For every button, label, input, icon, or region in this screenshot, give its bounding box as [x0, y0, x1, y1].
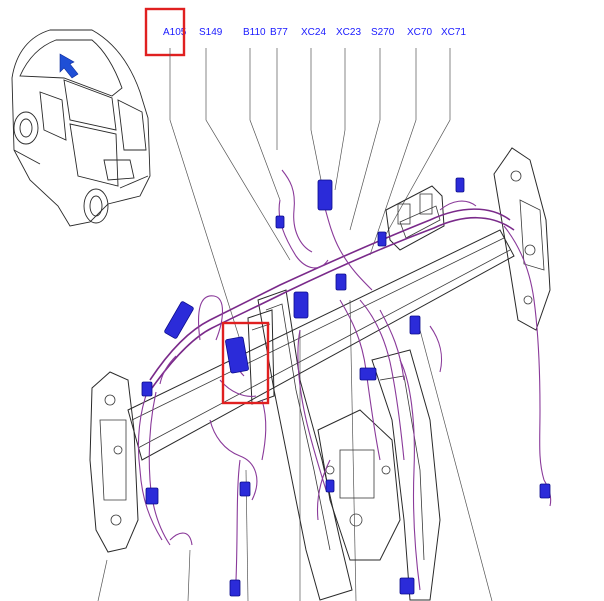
- label-xc71[interactable]: XC71: [441, 27, 466, 38]
- connector-bottom-3[interactable]: [399, 577, 415, 595]
- connector-right-lower[interactable]: [539, 483, 551, 499]
- connector-center-1[interactable]: [293, 291, 309, 319]
- label-xc23[interactable]: XC23: [336, 27, 361, 38]
- label-xc70[interactable]: XC70: [407, 27, 432, 38]
- connector-labels: A105 S149 B110 B77 XC24 XC23 S270 XC70 X…: [163, 27, 466, 38]
- label-b110[interactable]: B110: [243, 27, 266, 38]
- connector-left-mid[interactable]: [141, 381, 153, 397]
- connectors: [141, 177, 551, 597]
- connector-center-2[interactable]: [335, 273, 347, 291]
- location-arrow-icon: [59, 53, 79, 79]
- connector-left-lower[interactable]: [145, 487, 159, 505]
- highlight-box-connector: [221, 321, 270, 405]
- label-xc24[interactable]: XC24: [301, 27, 326, 38]
- label-b77[interactable]: B77: [270, 27, 288, 38]
- connector-left-upper[interactable]: [164, 301, 194, 339]
- wiring-harness: [137, 169, 552, 591]
- label-s270[interactable]: S270: [371, 27, 395, 38]
- connector-center-3[interactable]: [359, 367, 377, 381]
- leader-lines: [97, 48, 493, 601]
- connector-right-1[interactable]: [409, 315, 421, 335]
- connector-bottom-2[interactable]: [229, 579, 241, 597]
- connector-bottom-1[interactable]: [239, 481, 251, 497]
- connector-xc71[interactable]: [455, 177, 465, 193]
- connector-b77[interactable]: [275, 215, 285, 229]
- label-a105[interactable]: A105: [163, 27, 187, 38]
- label-s149[interactable]: S149: [199, 27, 223, 38]
- connector-s270[interactable]: [377, 231, 387, 247]
- highlight-box-label: [144, 7, 186, 57]
- connector-center-lower[interactable]: [325, 479, 335, 493]
- connector-xc24[interactable]: [317, 179, 333, 211]
- connector-a105[interactable]: [225, 336, 249, 374]
- vehicle-orientation-icon: [11, 29, 151, 227]
- cross-car-beam: [89, 147, 551, 601]
